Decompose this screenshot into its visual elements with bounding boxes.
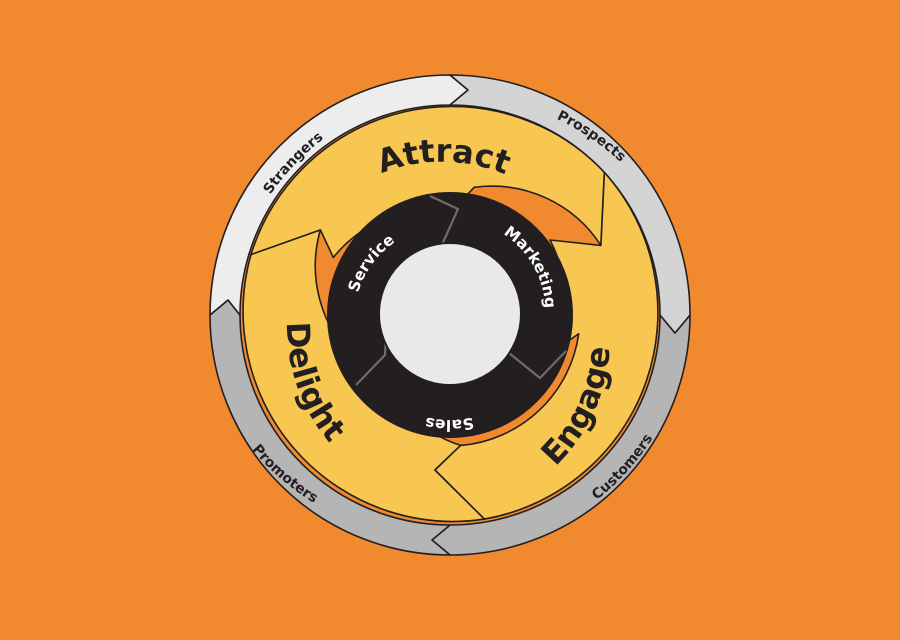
inner-ring [327, 192, 573, 438]
label-sales: Sales [424, 413, 476, 434]
outer-ring [209, 74, 691, 556]
hub-circle [378, 242, 522, 386]
inner-divider-right [508, 350, 567, 380]
inner-divider-top [429, 195, 460, 248]
